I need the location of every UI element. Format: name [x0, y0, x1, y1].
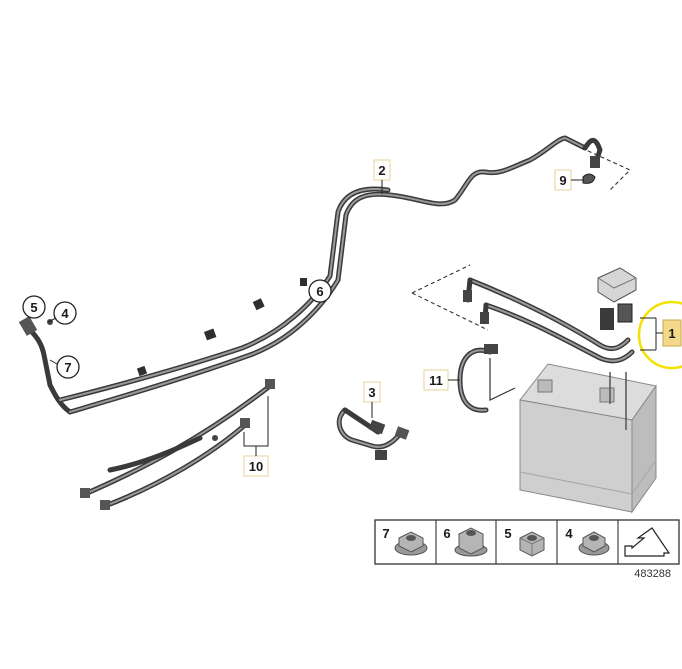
- part-3-short-cable: [336, 407, 410, 460]
- hardware-cell-7-label: 7: [382, 526, 389, 541]
- callout-4[interactable]: 4: [47, 301, 77, 325]
- hardware-table: 7 6 5 4: [374, 519, 680, 565]
- callout-7[interactable]: 7: [49, 355, 80, 379]
- highlight-ring: [637, 300, 682, 370]
- callout-2-label: 2: [378, 163, 385, 178]
- hardware-cell-4-label: 4: [565, 526, 573, 541]
- flange-nut-icon: [394, 531, 428, 556]
- battery: [519, 363, 657, 514]
- battery-cable-assembly: [411, 264, 637, 364]
- part-11-ground-cable: [457, 344, 516, 413]
- callout-1-label: 1: [668, 326, 675, 341]
- direction-arrow-icon: [624, 527, 671, 557]
- callout-5[interactable]: 5: [22, 295, 46, 319]
- callout-5-label: 5: [30, 300, 37, 315]
- hardware-cell-5-label: 5: [504, 526, 511, 541]
- hex-collar-nut-icon: [454, 527, 488, 557]
- callout-1[interactable]: 1: [637, 300, 682, 370]
- callout-2[interactable]: 2: [373, 159, 391, 194]
- part-9-grommet: [582, 173, 596, 184]
- hardware-cell-7[interactable]: 7: [382, 526, 428, 556]
- hardware-cell-6-label: 6: [443, 526, 450, 541]
- callout-6[interactable]: 6: [308, 279, 332, 303]
- callout-9[interactable]: 9: [554, 169, 584, 191]
- hardware-cell-5[interactable]: 5: [504, 526, 545, 557]
- flange-nut-small-icon: [578, 531, 610, 556]
- callout-7-label: 7: [64, 360, 71, 375]
- callout-3-label: 3: [368, 385, 375, 400]
- hex-nut-icon: [519, 531, 545, 557]
- callout-9-label: 9: [559, 173, 566, 188]
- hardware-cell-arrow: [624, 527, 671, 557]
- main-cable: [18, 135, 603, 415]
- callout-3[interactable]: 3: [363, 381, 381, 418]
- hardware-cell-6[interactable]: 6: [443, 526, 488, 557]
- callout-6-label: 6: [316, 284, 323, 299]
- callout-10[interactable]: 10: [243, 396, 269, 477]
- callout-10-label: 10: [249, 459, 263, 474]
- hardware-cell-4[interactable]: 4: [565, 526, 610, 556]
- callout-4-label: 4: [61, 306, 69, 321]
- part-10-cables: [80, 379, 275, 510]
- drawing-number: 483288: [634, 568, 671, 580]
- callout-11[interactable]: 11: [423, 369, 460, 391]
- callout-11-label: 11: [429, 373, 443, 388]
